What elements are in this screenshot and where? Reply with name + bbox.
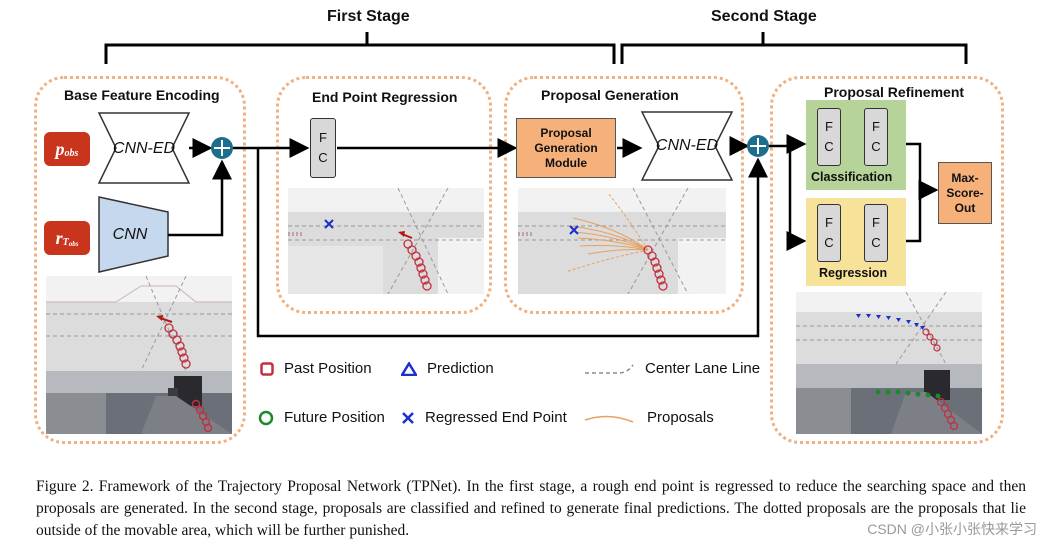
classification-fc-1-top: F <box>825 119 833 134</box>
regression-fc-2-bottom: C <box>871 235 881 250</box>
fusion-node-1 <box>211 137 233 159</box>
classification-fc-1: F C <box>817 108 841 166</box>
classification-fc-2-bottom: C <box>871 139 881 154</box>
legend-proposals-label: Proposals <box>647 409 714 426</box>
legend-regressed-end-point: Regressed End Point <box>401 409 567 426</box>
cnn-label: CNN <box>112 226 148 243</box>
proposal-refinement-panel <box>770 76 1004 444</box>
input-p-obs-sub: obs <box>64 147 79 159</box>
center-lane-line-icon <box>585 364 634 374</box>
max-score-out-box: Max-Score-Out <box>938 162 992 224</box>
end-point-fc-top: F <box>319 130 327 145</box>
regression-fc-1-top: F <box>825 215 833 230</box>
first-stage-bracket <box>104 43 616 64</box>
legend-past-position: Past Position <box>260 360 372 377</box>
proposal-generation-module-label: Proposal Generation Module <box>534 125 598 170</box>
legend-proposals: Proposals <box>585 409 714 426</box>
second-stage-bracket <box>620 43 968 64</box>
legend-future-position-label: Future Position <box>284 409 385 426</box>
second-stage-title: Second Stage <box>711 8 817 25</box>
base-encoding-scene <box>46 276 232 434</box>
proposal-cnn-ed-label: CNN-ED <box>655 137 719 154</box>
regression-fc-2: F C <box>864 204 888 262</box>
end-point-regression-title: End Point Regression <box>312 89 458 105</box>
refinement-scene-graphic <box>796 292 982 434</box>
input-p-obs-base: p <box>55 138 65 159</box>
regression-fc-1-bottom: C <box>824 235 834 250</box>
base-feature-encoding-panel <box>34 76 246 444</box>
proposals-icon <box>585 415 634 423</box>
regressed-end-point-icon <box>402 411 414 424</box>
proposal-scene-graphic <box>518 188 726 294</box>
end-point-fc-bottom: C <box>318 150 328 165</box>
input-r-subsub: obs <box>68 240 79 248</box>
proposal-refinement-title: Proposal Refinement <box>824 84 965 100</box>
regression-fc-2-top: F <box>872 215 880 230</box>
max-score-out-label: Max-Score-Out <box>946 170 984 215</box>
fusion-node-2 <box>747 135 769 157</box>
base-encoding-scene-graphic <box>46 276 232 434</box>
end-point-regression-scene <box>288 188 484 294</box>
legend-center-lane-line: Center Lane Line <box>585 360 760 377</box>
classification-fc-2: F C <box>864 108 888 166</box>
classification-fc-2-top: F <box>872 119 880 134</box>
regression-fc-1: F C <box>817 204 841 262</box>
proposal-refinement-scene <box>796 292 982 434</box>
figure-caption: Figure 2. Framework of the Trajectory Pr… <box>36 478 1026 539</box>
stage-brackets <box>104 32 968 64</box>
past-position-icon <box>260 361 274 376</box>
legend-future-position: Future Position <box>258 409 385 426</box>
base-feature-encoding-title: Base Feature Encoding <box>64 87 220 103</box>
legend-regressed-end-point-label: Regressed End Point <box>425 409 567 426</box>
input-r-sub: T <box>62 236 69 248</box>
proposal-generation-scene <box>518 188 726 294</box>
end-point-fc-block: F C <box>310 118 336 178</box>
proposal-generation-module: Proposal Generation Module <box>516 118 616 178</box>
watermark: CSDN @小张小张快来学习 <box>867 521 1037 537</box>
legend-prediction-label: Prediction <box>427 360 494 377</box>
input-r-base: r <box>55 227 63 248</box>
first-stage-title: First Stage <box>327 8 410 25</box>
legend-center-lane-line-label: Center Lane Line <box>645 360 761 377</box>
cnn-ed-label: CNN-ED <box>112 140 176 157</box>
proposal-generation-title: Proposal Generation <box>541 87 679 103</box>
legend-past-position-label: Past Position <box>284 360 372 377</box>
end-point-scene-graphic <box>288 188 484 294</box>
prediction-icon <box>401 361 417 376</box>
classification-fc-1-bottom: C <box>824 139 834 154</box>
legend-prediction: Prediction <box>401 360 494 377</box>
regression-label: Regression <box>819 266 888 280</box>
future-position-icon <box>258 410 274 425</box>
classification-label: Classification <box>811 170 893 184</box>
